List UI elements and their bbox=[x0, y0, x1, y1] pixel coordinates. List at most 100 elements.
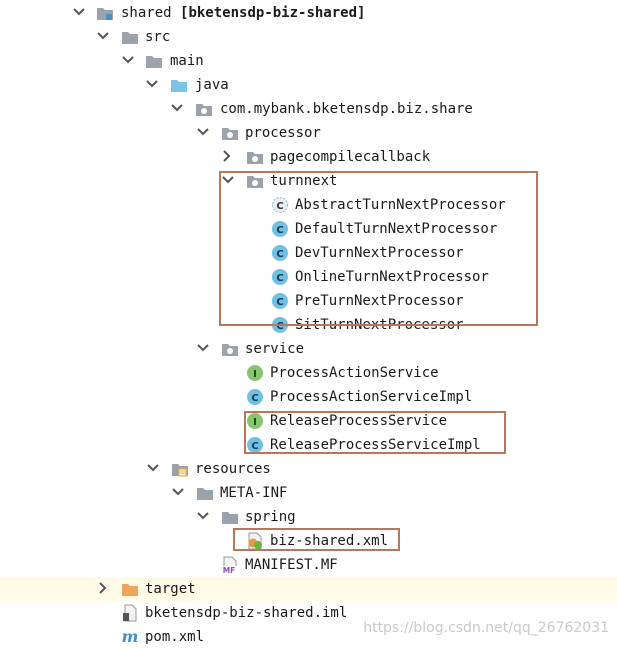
svg-text:I: I bbox=[253, 369, 257, 380]
chevron-right-icon[interactable] bbox=[96, 581, 110, 595]
tree-label-java: java bbox=[195, 77, 229, 93]
tree-row-package[interactable]: com.mybank.bketensdp.biz.share bbox=[0, 97, 617, 121]
tree-label-class: PreTurnNextProcessor bbox=[295, 293, 464, 309]
tree-row-turnnext[interactable]: turnnext bbox=[0, 169, 617, 193]
chevron-down-icon[interactable] bbox=[170, 101, 184, 115]
chevron-down-icon[interactable] bbox=[171, 485, 185, 499]
tree-label-xml-file: biz-shared.xml bbox=[270, 533, 389, 549]
tree-label-class: DefaultTurnNextProcessor bbox=[295, 221, 498, 237]
svg-text:C: C bbox=[251, 441, 258, 452]
class-icon: C bbox=[271, 316, 289, 334]
interface-icon: I bbox=[246, 364, 264, 382]
tree-row-resources[interactable]: resources bbox=[0, 457, 617, 481]
tree-label-class: SitTurnNextProcessor bbox=[295, 317, 464, 333]
chevron-down-icon[interactable] bbox=[196, 509, 210, 523]
tree-label-class: ReleaseProcessServiceImpl bbox=[270, 437, 481, 453]
class-icon: C bbox=[271, 292, 289, 310]
tree-label-class: ProcessActionServiceImpl bbox=[270, 389, 473, 405]
tree-row-pom[interactable]: m pom.xml bbox=[0, 625, 617, 649]
tree-row-target[interactable]: target bbox=[0, 577, 617, 601]
tree-row-class[interactable]: C ReleaseProcessServiceImpl bbox=[0, 433, 617, 457]
tree-row-class[interactable]: C ProcessActionServiceImpl bbox=[0, 385, 617, 409]
class-icon: C bbox=[271, 220, 289, 238]
tree-row-class[interactable]: C DevTurnNextProcessor bbox=[0, 241, 617, 265]
watermark: https://blog.csdn.net/qq_26762031 bbox=[363, 620, 609, 636]
folder-icon bbox=[121, 28, 139, 46]
svg-text:C: C bbox=[251, 393, 258, 404]
package-icon bbox=[221, 340, 239, 358]
package-icon bbox=[195, 100, 213, 118]
tree-label-turnnext: turnnext bbox=[270, 173, 338, 189]
tree-label-class: OnlineTurnNextProcessor bbox=[295, 269, 489, 285]
svg-text:m: m bbox=[122, 628, 139, 646]
module-folder-icon bbox=[96, 4, 114, 22]
folder-icon bbox=[145, 52, 163, 70]
tree-label-class: DevTurnNextProcessor bbox=[295, 245, 464, 261]
chevron-down-icon[interactable] bbox=[121, 53, 135, 67]
chevron-down-icon[interactable] bbox=[196, 341, 210, 355]
tree-label-src: src bbox=[145, 29, 171, 45]
tree-row-class[interactable]: C PreTurnNextProcessor bbox=[0, 289, 617, 313]
module-name: [bketensdp-biz-shared] bbox=[180, 5, 366, 21]
tree-row-java[interactable]: java bbox=[0, 73, 617, 97]
tree-label-target: target bbox=[145, 581, 196, 597]
svg-text:C: C bbox=[276, 273, 283, 284]
tree-row-interface[interactable]: I ProcessActionService bbox=[0, 361, 617, 385]
maven-icon: m bbox=[121, 628, 139, 646]
chevron-down-icon[interactable] bbox=[145, 77, 159, 91]
package-icon bbox=[246, 172, 264, 190]
class-icon: C bbox=[271, 244, 289, 262]
tree-row-src[interactable]: src bbox=[0, 25, 617, 49]
tree-row-pagecompilecallback[interactable]: pagecompilecallback bbox=[0, 145, 617, 169]
tree-row-iml[interactable]: bketensdp-biz-shared.iml bbox=[0, 601, 617, 625]
iml-file-icon bbox=[121, 604, 139, 622]
chevron-down-icon[interactable] bbox=[96, 29, 110, 43]
project-name: shared bbox=[121, 5, 172, 21]
chevron-down-icon[interactable] bbox=[196, 125, 210, 139]
tree-row-class[interactable]: C DefaultTurnNextProcessor bbox=[0, 217, 617, 241]
tree-label-meta-inf: META-INF bbox=[220, 485, 288, 501]
tree-label-class: AbstractTurnNextProcessor bbox=[295, 197, 506, 213]
tree-row-class[interactable]: C OnlineTurnNextProcessor bbox=[0, 265, 617, 289]
tree-row-class[interactable]: C AbstractTurnNextProcessor bbox=[0, 193, 617, 217]
tree-row-xml-file[interactable]: biz-shared.xml bbox=[0, 529, 617, 553]
folder-icon bbox=[221, 508, 239, 526]
chevron-down-icon[interactable] bbox=[146, 461, 160, 475]
tree-row-shared[interactable]: shared [bketensdp-biz-shared] bbox=[0, 1, 617, 25]
tree-row-processor[interactable]: processor bbox=[0, 121, 617, 145]
source-folder-icon bbox=[170, 76, 188, 94]
tree-label-main: main bbox=[170, 53, 204, 69]
svg-text:MF: MF bbox=[223, 566, 236, 574]
abstract-class-icon: C bbox=[271, 196, 289, 214]
target-folder-icon bbox=[121, 580, 139, 598]
tree-row-main[interactable]: main bbox=[0, 49, 617, 73]
interface-icon: I bbox=[246, 412, 264, 430]
svg-text:C: C bbox=[276, 321, 283, 332]
class-icon: C bbox=[246, 388, 264, 406]
package-icon bbox=[221, 124, 239, 142]
tree-label-service: service bbox=[245, 341, 305, 357]
tree-label-package: com.mybank.bketensdp.biz.share bbox=[220, 101, 473, 117]
tree-label-pagecompilecallback: pagecompilecallback bbox=[270, 149, 431, 165]
class-icon: C bbox=[271, 268, 289, 286]
tree-label-manifest: MANIFEST.MF bbox=[245, 557, 338, 573]
svg-text:C: C bbox=[276, 201, 283, 212]
tree-row-meta-inf[interactable]: META-INF bbox=[0, 481, 617, 505]
resources-folder-icon bbox=[171, 460, 189, 478]
tree-row-class[interactable]: C SitTurnNextProcessor bbox=[0, 313, 617, 337]
svg-text:C: C bbox=[276, 225, 283, 236]
folder-icon bbox=[196, 484, 214, 502]
tree-row-manifest[interactable]: MF MANIFEST.MF bbox=[0, 553, 617, 577]
tree-label-pom: pom.xml bbox=[145, 629, 205, 645]
tree-row-service[interactable]: service bbox=[0, 337, 617, 361]
chevron-down-icon[interactable] bbox=[221, 173, 235, 187]
chevron-right-icon[interactable] bbox=[220, 149, 234, 163]
svg-text:C: C bbox=[276, 297, 283, 308]
chevron-down-icon[interactable] bbox=[72, 5, 86, 19]
class-icon: C bbox=[246, 436, 264, 454]
tree-label-resources: resources bbox=[195, 461, 271, 477]
tree-label-processor: processor bbox=[245, 125, 321, 141]
tree-row-interface[interactable]: I ReleaseProcessService bbox=[0, 409, 617, 433]
tree-row-spring[interactable]: spring bbox=[0, 505, 617, 529]
tree-label-iml: bketensdp-biz-shared.iml bbox=[145, 605, 348, 621]
